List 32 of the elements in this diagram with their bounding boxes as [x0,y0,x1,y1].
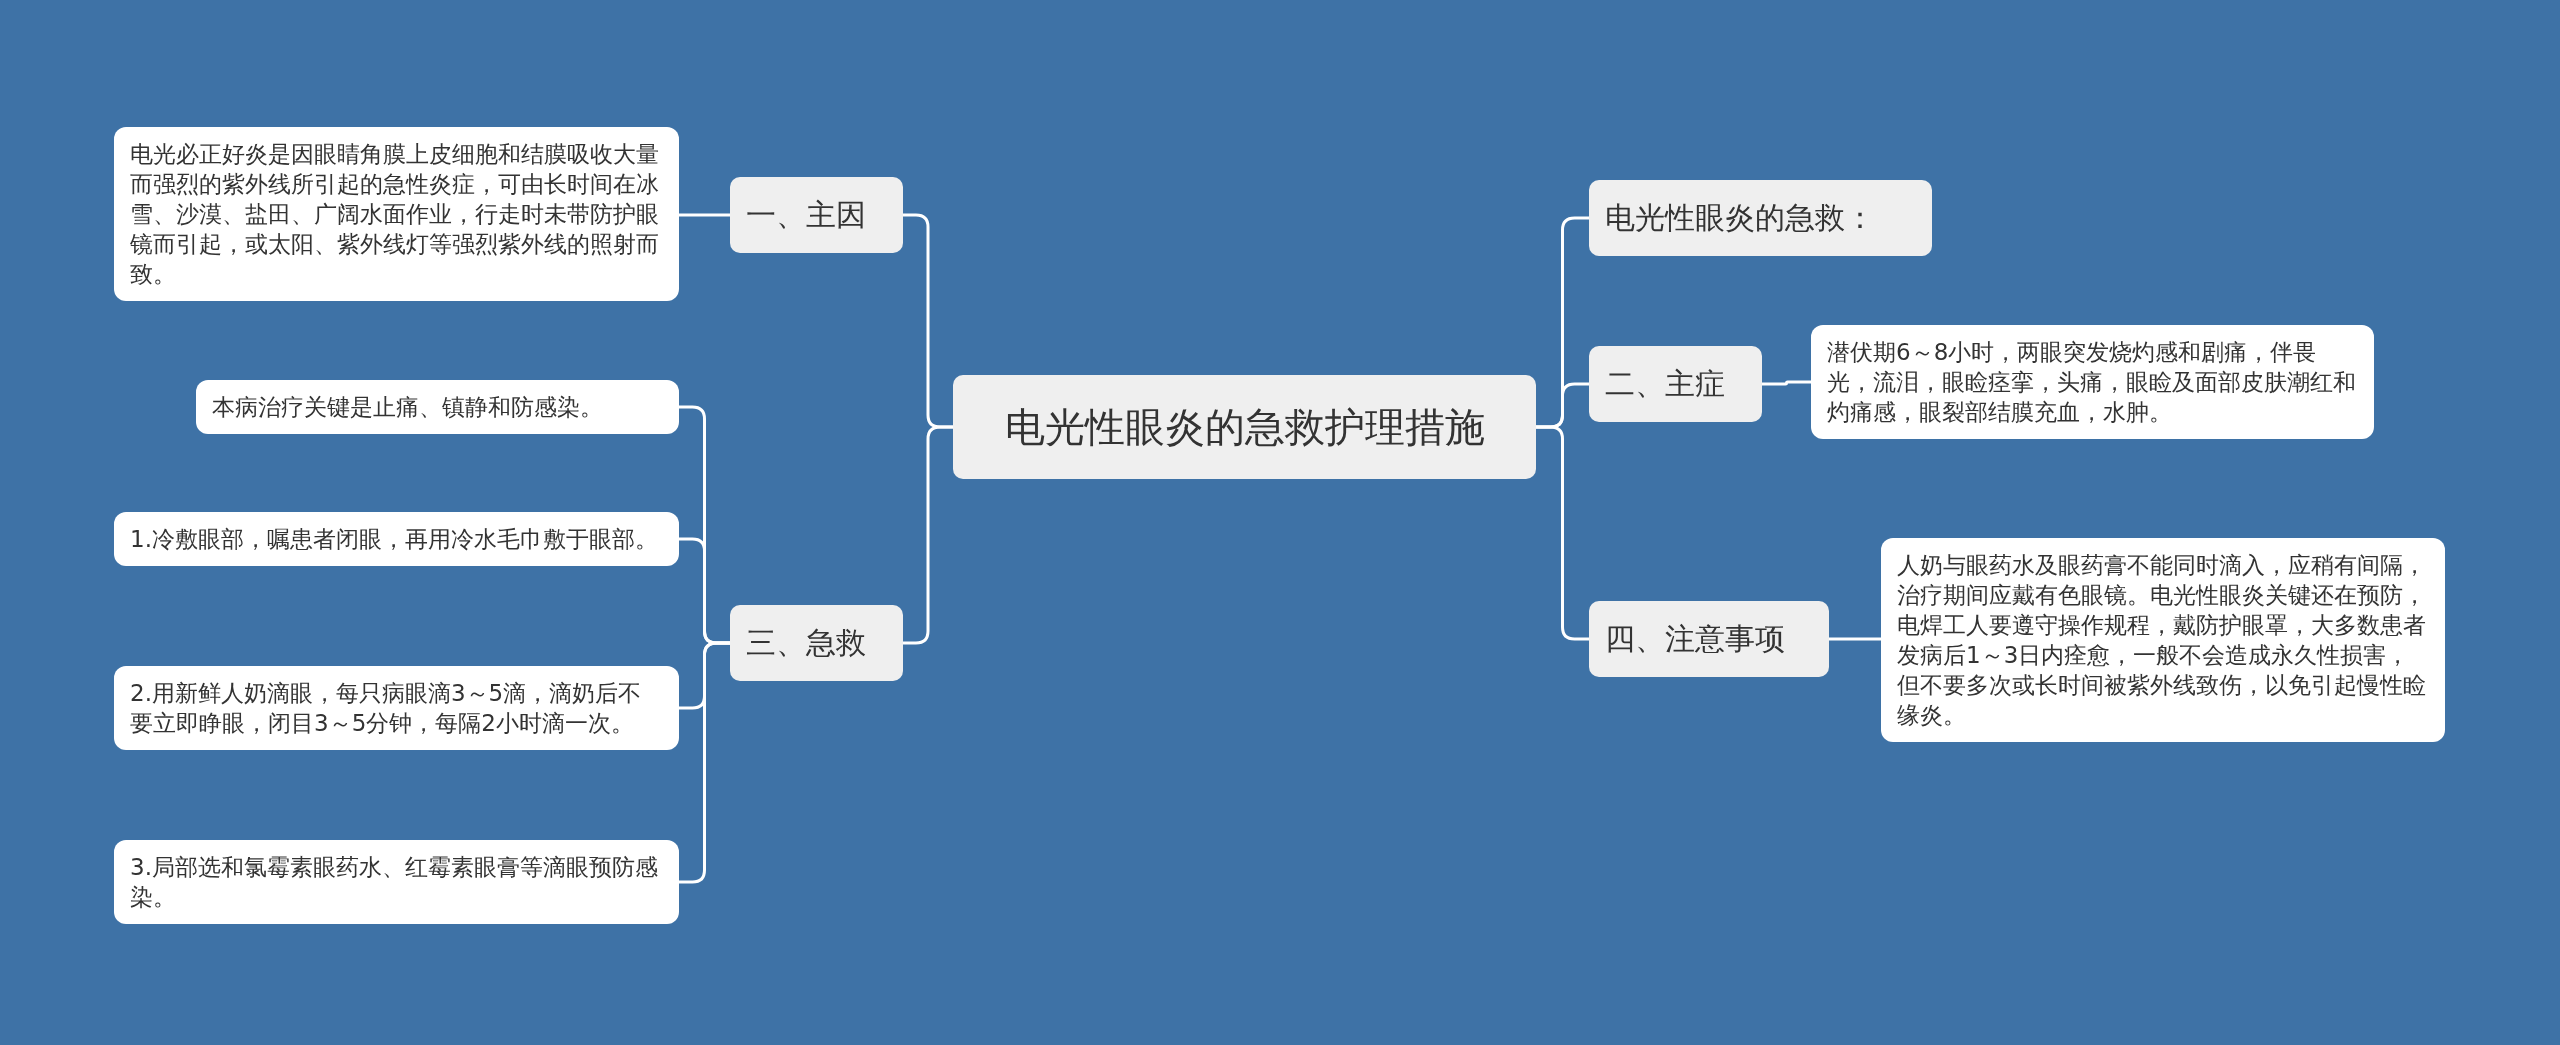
node-text: 人奶与眼药水及眼药膏不能同时滴入，应稍有间隔，治疗期间应戴有色眼镜。电光性眼炎关键还在预防，电焊工人要遵守操作规程，戴防护眼罩，大多数患者发病后1～3日内痊愈，一般不会造成永久性损害，但不要多次或长时间被紫外线致伤，以免引起慢性睑缘炎。 [1897,551,2427,730]
node-text: 电光必正好炎是因眼睛角膜上皮细胞和结膜吸收大量而强烈的紫外线所引起的急性炎症，可由长时间在冰雪、沙漠、盐田、广阔水面作业，行走时未带防护眼镜而引起，或太阳、紫外线灯等强烈紫外线的照射而致。 [130,140,660,289]
text-card [114,666,679,750]
connector-line [679,213,730,217]
connector-line [1536,425,1589,641]
connector-line [1829,637,1881,641]
text-card [114,840,679,924]
node-text: 1.冷敷眼部，嘱患者闭眼，再用冷水毛巾敷于眼部。 [130,525,659,554]
text-card [196,380,679,434]
branch-topic-box [730,177,903,253]
node-text: 电光性眼炎的急救护理措施 [1003,403,1486,452]
branch-topic-box [1589,180,1932,256]
branch-topic-box [1589,346,1762,422]
text-card [114,512,679,566]
node-text: 3.局部选和氯霉素眼药水、红霉素眼膏等滴眼预防感染。 [130,853,659,912]
connector-line [903,425,953,645]
node-text: 一、主因 [746,196,867,234]
connector-line [679,641,730,884]
node-text: 三、急救 [746,624,867,662]
text-card [1811,325,2374,439]
node-text: 潜伏期6～8小时，两眼突发烧灼感和剧痛，伴畏光，流泪，眼睑痉挛，头痛，眼睑及面部皮肤潮红和灼痛感，眼裂部结膜充血，水肿。 [1827,338,2357,427]
text-card [1881,538,2445,742]
node-text: 电光性眼炎的急救： [1605,199,1876,237]
node-text: 四、注意事项 [1605,620,1786,658]
branch-topic-box [730,605,903,681]
node-text: 2.用新鲜人奶滴眼，每只病眼滴3～5滴，滴奶后不要立即睁眼，闭目3～5分钟，每隔2小时滴一次。 [130,679,643,738]
node-text: 二、主症 [1605,365,1726,403]
connector-line [1762,380,1811,386]
node-text: 本病治疗关键是止痛、镇静和防感染。 [212,393,604,422]
central-topic-box [953,375,1536,479]
text-card [114,127,679,301]
branch-topic-box [1589,601,1829,677]
